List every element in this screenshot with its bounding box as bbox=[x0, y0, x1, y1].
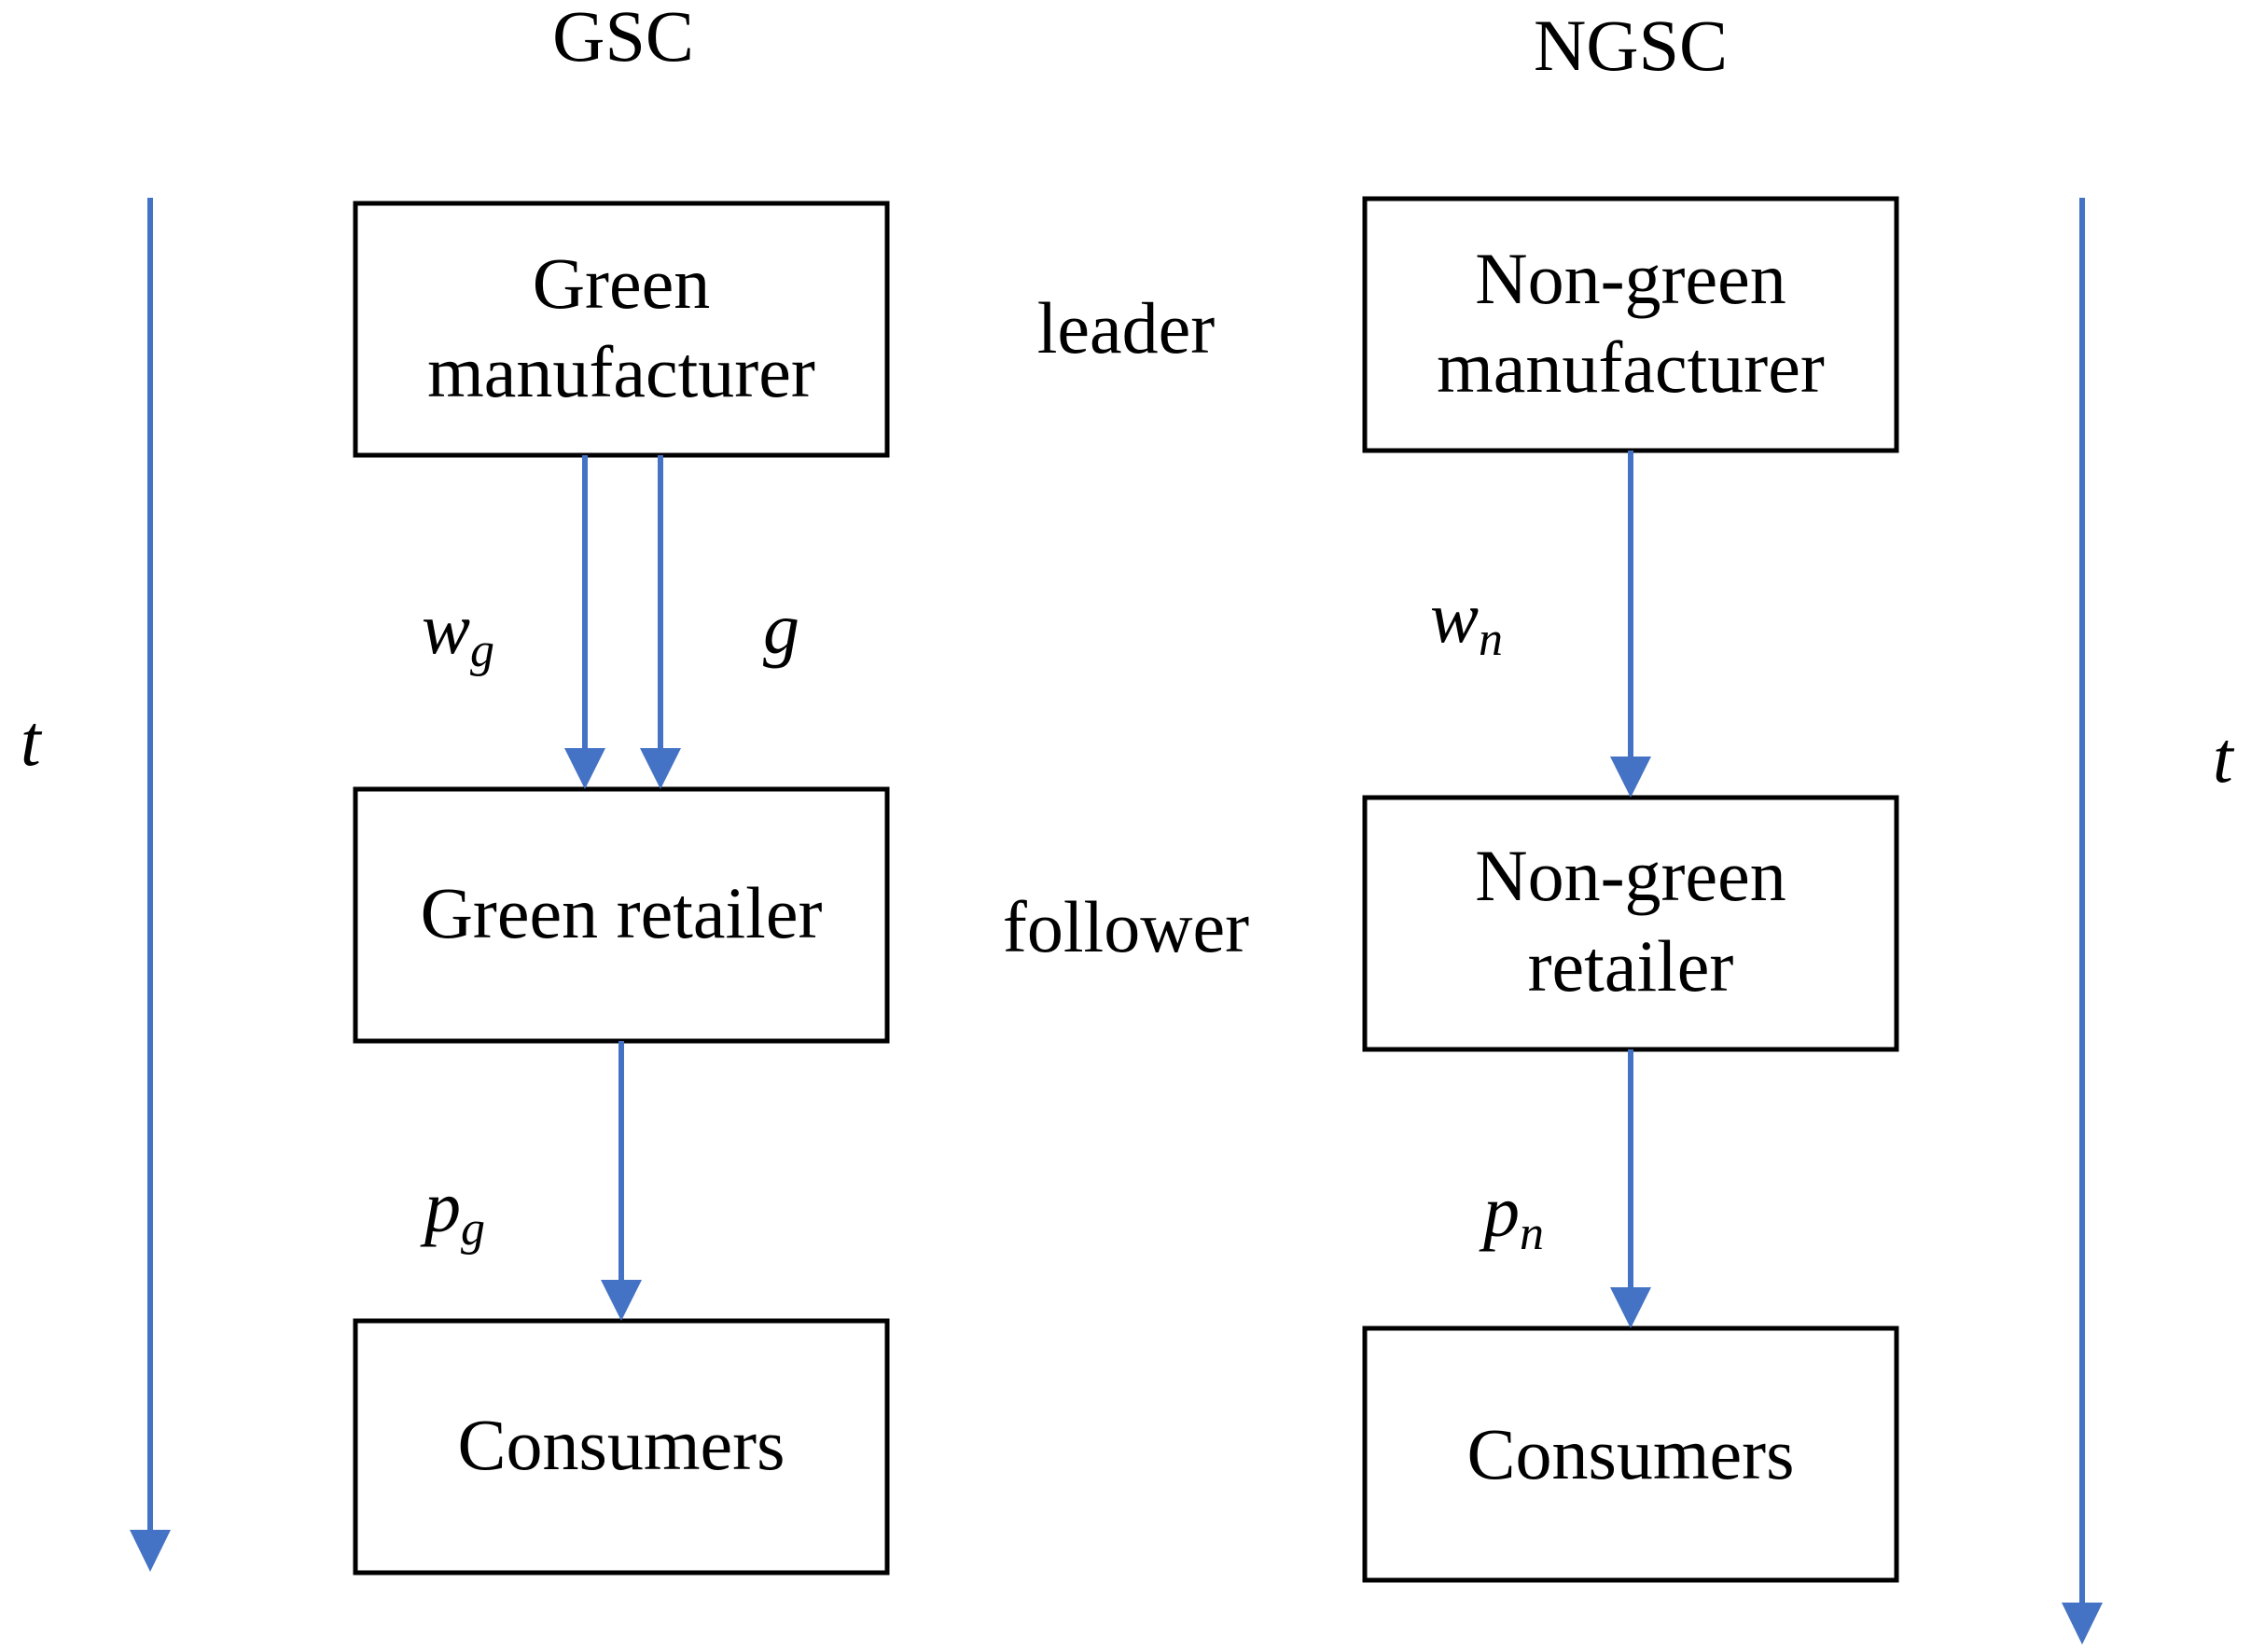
green-manufacturer-label-line1: Green bbox=[533, 243, 711, 324]
non-green-manufacturer-label-line2: manufacturer bbox=[1437, 326, 1825, 408]
green-retailer-label: Green retailer bbox=[421, 872, 823, 953]
time-axis-left bbox=[130, 198, 171, 1572]
ngsc-consumers-label: Consumers bbox=[1467, 1413, 1795, 1494]
non-green-retailer-label-line2: retailer bbox=[1528, 925, 1734, 1006]
greenness-arrow bbox=[640, 455, 681, 789]
time-axis-right-arrowhead bbox=[2062, 1603, 2103, 1645]
non-green-retailer-label-line1: Non-green bbox=[1475, 835, 1786, 916]
retail-price-non-green-label: pn bbox=[1479, 1171, 1544, 1260]
follower-label: follower bbox=[1003, 886, 1249, 967]
time-label-left: t bbox=[21, 700, 43, 781]
gsc-consumers-box: Consumers bbox=[353, 1318, 890, 1576]
green-manufacturer-box: Green manufacturer bbox=[353, 201, 890, 458]
non-green-manufacturer-label-line1: Non-green bbox=[1475, 238, 1786, 319]
green-retailer-box: Green retailer bbox=[353, 786, 890, 1044]
ngsc-consumers-box: Consumers bbox=[1362, 1326, 1899, 1583]
non-green-manufacturer-box: Non-green manufacturer bbox=[1362, 196, 1899, 453]
time-axis-right bbox=[2062, 198, 2103, 1645]
green-manufacturer-label-line2: manufacturer bbox=[427, 331, 815, 412]
retail-price-green-label: pg bbox=[420, 1166, 485, 1256]
retail-price-green-arrow bbox=[601, 1041, 642, 1321]
wholesale-price-non-green-arrow bbox=[1610, 451, 1651, 798]
gsc-header: GSC bbox=[552, 0, 694, 76]
wholesale-price-green-label: wg bbox=[422, 588, 494, 677]
time-axis-left-arrowhead bbox=[130, 1530, 171, 1572]
wholesale-price-green-arrow bbox=[564, 455, 605, 789]
time-label-right: t bbox=[2213, 716, 2235, 798]
non-green-retailer-box: Non-green retailer bbox=[1362, 795, 1899, 1052]
wholesale-price-non-green-label: wn bbox=[1430, 576, 1503, 666]
greenness-label: g bbox=[763, 588, 799, 669]
retail-price-non-green-arrow bbox=[1610, 1049, 1651, 1328]
leader-label: leader bbox=[1037, 287, 1216, 368]
gsc-consumers-label: Consumers bbox=[458, 1404, 785, 1485]
ngsc-header: NGSC bbox=[1534, 5, 1728, 86]
